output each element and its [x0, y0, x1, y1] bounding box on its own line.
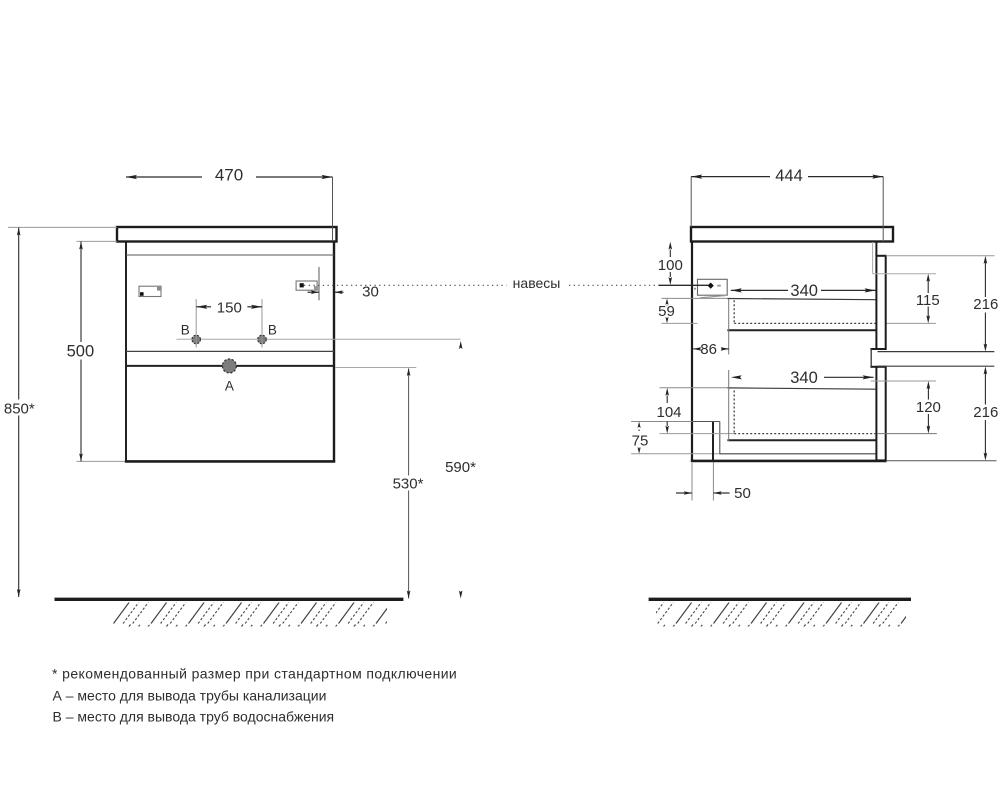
svg-text:B: B — [181, 322, 190, 337]
svg-text:30: 30 — [362, 284, 379, 301]
svg-text:86: 86 — [700, 341, 717, 358]
svg-text:A: A — [225, 378, 234, 393]
svg-text:B: B — [268, 322, 277, 337]
svg-text:104: 104 — [656, 404, 681, 421]
svg-text:А – место для вывода трубы кан: А – место для вывода трубы канализации — [53, 687, 327, 703]
svg-text:навесы: навесы — [513, 275, 561, 291]
svg-text:216: 216 — [973, 404, 998, 421]
svg-text:50: 50 — [734, 485, 751, 502]
svg-text:444: 444 — [775, 167, 803, 185]
svg-text:340: 340 — [790, 282, 818, 300]
svg-text:115: 115 — [916, 292, 940, 309]
svg-text:150: 150 — [217, 299, 242, 316]
svg-text:590*: 590* — [445, 459, 476, 476]
svg-text:216: 216 — [973, 296, 998, 313]
svg-text:340: 340 — [790, 369, 818, 387]
svg-text:В – место для вывода труб водо: В – место для вывода труб водоснабжения — [53, 708, 335, 724]
svg-text:500: 500 — [67, 343, 95, 361]
svg-text:59: 59 — [658, 303, 675, 320]
svg-text:100: 100 — [658, 257, 683, 274]
svg-text:470: 470 — [215, 166, 243, 185]
svg-text:* рекомендованный размер при с: * рекомендованный размер при стандартном… — [52, 666, 457, 682]
svg-text:75: 75 — [632, 433, 649, 450]
svg-text:850*: 850* — [4, 400, 35, 417]
svg-text:530*: 530* — [393, 476, 424, 493]
svg-text:120: 120 — [916, 399, 941, 416]
